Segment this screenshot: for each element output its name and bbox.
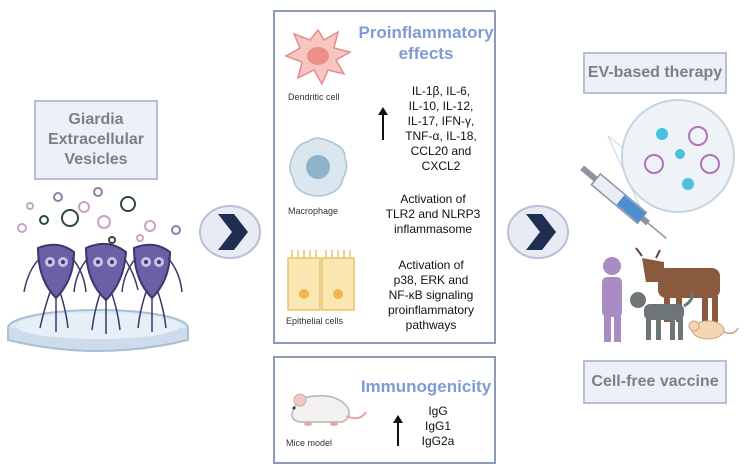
macrophage-label: Macrophage: [288, 206, 339, 216]
vesicle: [53, 192, 63, 202]
cell-free-vaccine-label: Cell-free vaccine: [583, 360, 727, 404]
chevron-right-icon: [199, 205, 261, 259]
therapy-illustration: [580, 99, 739, 342]
giardia-petri-illustration: [7, 187, 189, 352]
antibody-list: IgG IgG1 IgG2a: [421, 404, 455, 448]
cytokines-list: IL-1β, IL-6, IL-10, IL-12, IL-17, IFN-γ,…: [405, 84, 477, 173]
giardia-ev-label: Giardia Extracellular Vesicles: [34, 100, 158, 180]
immunogenicity-title: Immunogenicity: [360, 377, 492, 396]
vesicle: [61, 209, 79, 227]
ev-therapy-label: EV-based therapy: [583, 52, 727, 94]
giardia-trophozoite-3: [121, 243, 183, 332]
dog-icon: [630, 291, 694, 340]
vesicle: [171, 225, 181, 235]
giardia-trophozoite-1: [23, 243, 87, 332]
vesicle: [39, 215, 49, 225]
tlr-activation-text: Activation of TLR2 and NLRP3 inflammasom…: [385, 192, 481, 236]
giardia-trophozoite-2: [73, 242, 139, 334]
syringe-icon: [580, 165, 667, 240]
vesicle: [17, 223, 27, 233]
vesicle: [93, 187, 103, 197]
rat-icon: [688, 320, 739, 340]
vesicle: [120, 196, 136, 212]
human-icon: [602, 257, 622, 342]
proinflammatory-title: Proinflammatory effects: [358, 23, 494, 63]
giardia-ev-line-1: Giardia: [68, 111, 124, 128]
vesicle: [78, 201, 90, 213]
dendritic-cell-label: Dendritic cell: [288, 92, 340, 102]
signaling-activation-text: Activation of p38, ERK and NF-κB signali…: [387, 258, 475, 332]
giardia-ev-line-2: Extracellular: [47, 131, 145, 148]
vesicle: [144, 220, 156, 232]
giardia-ev-line-3: Vesicles: [64, 151, 128, 168]
vesicle: [26, 202, 34, 210]
epithelial-cells-icon: [287, 250, 355, 311]
chevron-right-icon: [507, 205, 569, 259]
vesicle: [136, 234, 144, 242]
macrophage-icon: [289, 137, 348, 197]
vesicle: [97, 215, 111, 229]
mice-model-label: Mice model: [286, 438, 333, 448]
epithelial-cells-label: Epithelial cells: [286, 316, 344, 326]
mouse-icon: [291, 393, 367, 426]
dendritic-cell-icon: [284, 28, 352, 86]
up-arrow-icon: [378, 107, 388, 140]
up-arrow-icon: [393, 415, 403, 446]
vesicle: [108, 236, 116, 244]
